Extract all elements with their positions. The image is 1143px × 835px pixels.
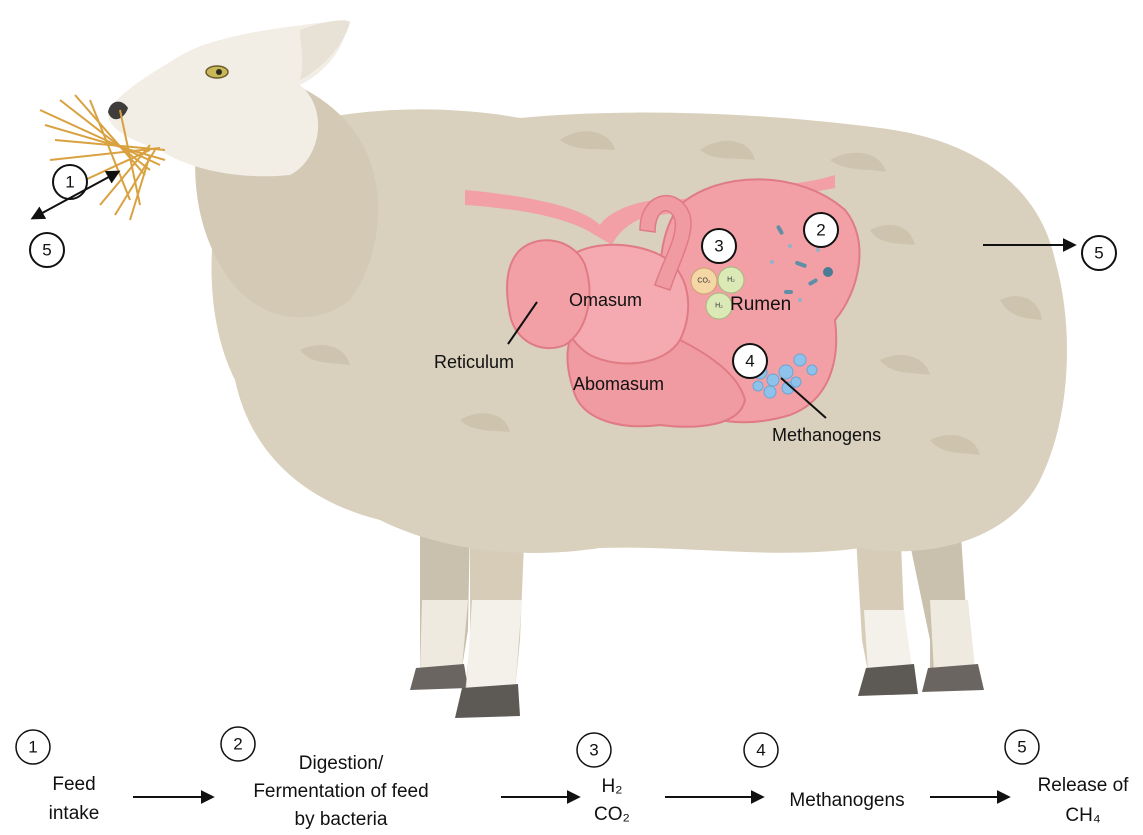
svg-text:2: 2 <box>816 221 825 240</box>
step-4-line1: Methanogens <box>789 790 904 811</box>
marker-1: 1 <box>53 165 87 199</box>
svg-text:4: 4 <box>745 352 754 371</box>
process-step-2: 2 Digestion/ Fermentation of feed by bac… <box>221 727 429 830</box>
marker-4: 4 <box>733 344 767 378</box>
methanogens-label: Methanogens <box>772 425 881 445</box>
sheep-illustration <box>40 20 1067 718</box>
svg-text:3: 3 <box>714 237 723 256</box>
rumen-label: Rumen <box>730 294 791 315</box>
reticulum-label: Reticulum <box>434 352 514 372</box>
step-3-line1: H₂ <box>601 776 622 797</box>
marker-5-rear: 5 <box>1082 236 1116 270</box>
svg-text:3: 3 <box>589 741 598 760</box>
marker-3: 3 <box>702 229 736 263</box>
co2-bubble-label: CO₂ <box>697 278 711 285</box>
process-flow: 1 Feed intake 2 Digestion/ Fermentation … <box>16 727 1129 830</box>
h2-bubble-top-label: H₂ <box>727 277 735 284</box>
svg-text:1: 1 <box>65 173 74 192</box>
svg-text:5: 5 <box>42 241 51 260</box>
process-step-5: 5 Release of CH₄ <box>1005 730 1129 826</box>
step-1-line1: Feed <box>52 774 95 795</box>
svg-text:5: 5 <box>1017 738 1026 757</box>
step-2-line2: Fermentation of feed <box>253 781 428 802</box>
svg-text:2: 2 <box>233 735 242 754</box>
step-5-line2: CH₄ <box>1065 805 1100 826</box>
process-step-1: 1 Feed intake <box>16 730 99 824</box>
step-1-line2: intake <box>49 803 100 824</box>
svg-text:4: 4 <box>756 741 765 760</box>
step-2-line3: by bacteria <box>295 809 388 830</box>
step-3-line2: CO₂ <box>594 804 630 825</box>
omasum-label: Omasum <box>569 290 642 310</box>
abomasum-label: Abomasum <box>573 374 664 394</box>
step-5-line1: Release of <box>1038 775 1130 796</box>
marker-5-mouth: 5 <box>30 233 64 267</box>
svg-text:1: 1 <box>28 738 37 757</box>
marker-2: 2 <box>804 213 838 247</box>
h2-bubble-bottom-label: H₂ <box>715 303 723 310</box>
step-2-line1: Digestion/ <box>299 753 384 774</box>
svg-text:5: 5 <box>1094 244 1103 263</box>
process-step-4: 4 Methanogens <box>744 733 905 811</box>
process-step-3: 3 H₂ CO₂ <box>577 733 630 825</box>
